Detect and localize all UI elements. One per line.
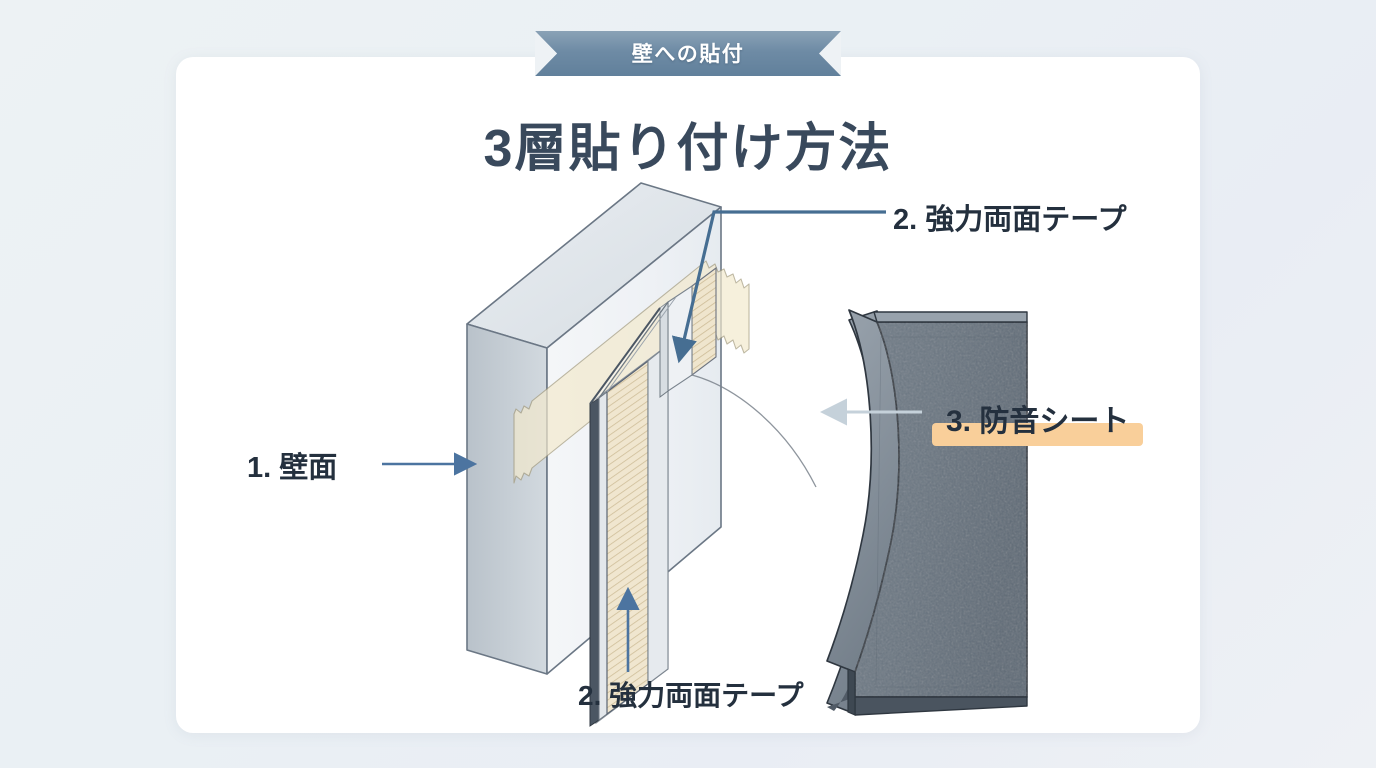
banner-shape [535,31,841,76]
callout-highlight: 3. 防音シート [931,396,1144,446]
banner-label: 壁への貼付 [631,43,745,66]
layer-tape-panel [589,266,717,727]
layer-plate-ridge [589,296,677,405]
page-title: 3層貼り付け方法 [483,120,893,178]
silhouette-guide-line [691,374,817,488]
callout-label-sheet-text: 3. 防音シート [946,405,1130,438]
callout-label-tape-top: 2. 強力両面テープ [893,204,1127,236]
callout-label-sheet: 3. 防音シート [931,396,1144,446]
arrow-tape-top [671,210,886,364]
callout-label-wall: 1. 壁面 [247,452,338,484]
section-banner: 壁への貼付 [535,31,841,76]
callout-label-tape-bottom: 2. 強力両面テープ [578,680,804,711]
